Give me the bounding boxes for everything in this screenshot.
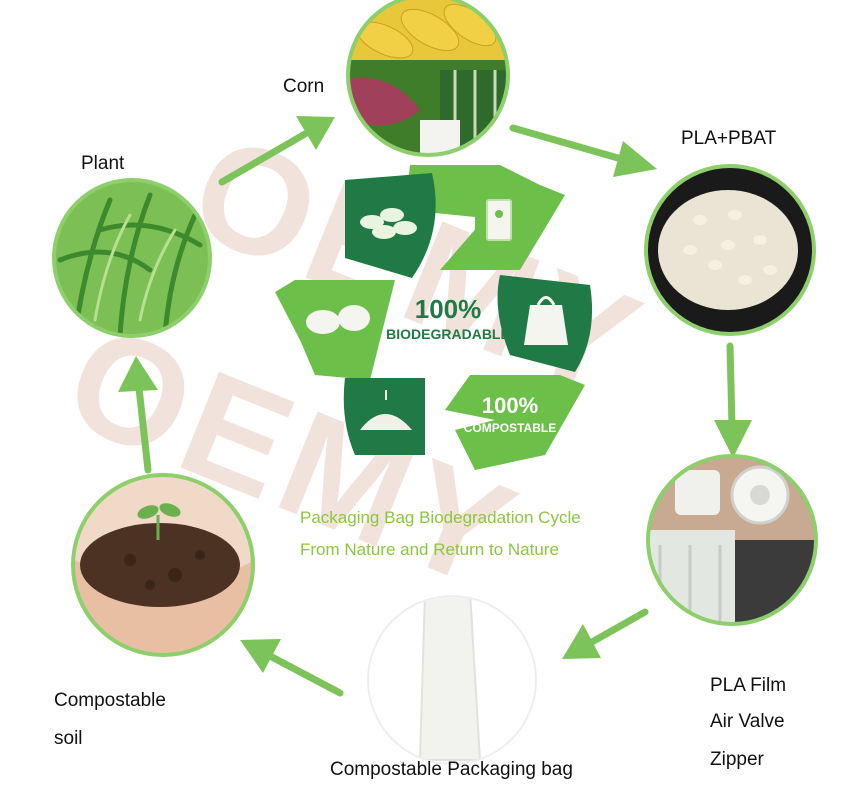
bag-icon (486, 199, 512, 241)
caption-line-1: Packaging Bag Biodegradation Cycle (300, 508, 581, 527)
soil-photo (71, 473, 255, 657)
soil-pile-icon (360, 390, 412, 430)
label-plant: Plant (81, 153, 125, 174)
potato-icon (306, 305, 370, 334)
recycle-emblem: 100% BIODEGRADABLE 100% COMPOSTABLE (275, 165, 593, 470)
center-text-compostable: COMPOSTABLE (464, 421, 556, 435)
label-compostable-bag: Compostable Packaging bag (330, 759, 573, 780)
arrow-film-to-bag (562, 608, 649, 659)
pellets-icon (360, 208, 417, 239)
arrow-soil-to-plant (118, 356, 158, 474)
plant-photo (52, 178, 212, 338)
center-text-percent-2: 100% (482, 393, 538, 418)
packaging-bag-photo (367, 595, 537, 765)
caption-line-2: From Nature and Return to Nature (300, 540, 559, 559)
cycle-arrows (118, 116, 752, 697)
label-zipper: Zipper (710, 749, 764, 770)
arrow-pla-to-film (714, 342, 752, 458)
arrow-plant-to-corn (218, 116, 335, 186)
label-pla-film: PLA Film (710, 675, 787, 696)
label-compostable: Compostable (54, 690, 166, 711)
arrow-bag-to-soil (240, 639, 344, 697)
shopping-bag-icon (524, 296, 568, 345)
label-corn: Corn (283, 76, 325, 97)
arrow-corn-to-pla (509, 124, 657, 177)
label-soil: soil (54, 728, 83, 749)
pla-film-photo (646, 454, 818, 626)
pla-pbat-photo (644, 164, 816, 336)
corn-photo (346, 0, 510, 157)
recycle-arrow-right (445, 375, 585, 470)
center-text-biodegradable: BIODEGRADABLE (386, 326, 510, 342)
center-text-percent-1: 100% (415, 294, 482, 324)
label-pla-pbat: PLA+PBAT (681, 128, 777, 149)
leaf-pellets (345, 173, 436, 278)
label-air-valve: Air Valve (710, 711, 785, 732)
